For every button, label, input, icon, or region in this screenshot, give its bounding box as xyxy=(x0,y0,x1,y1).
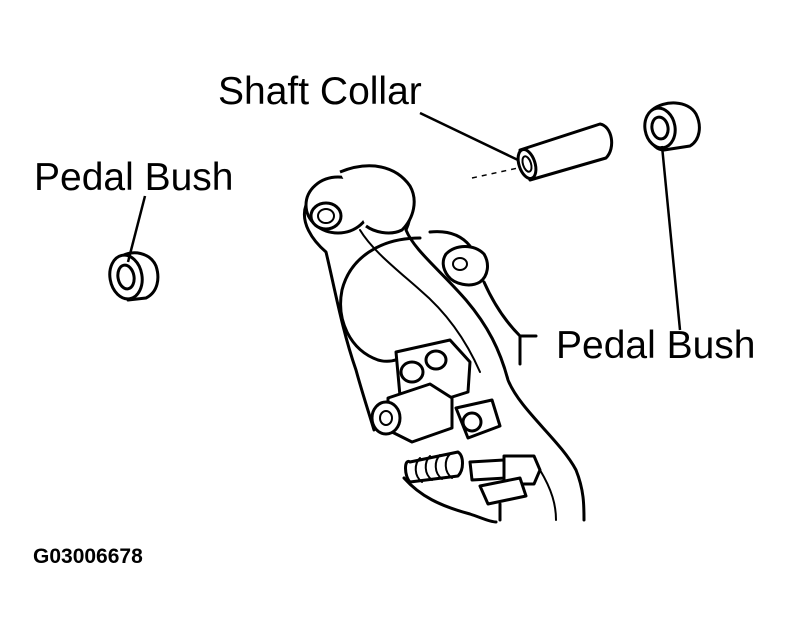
leader-pedal-bush-left xyxy=(126,195,147,263)
leader-shaft-collar xyxy=(419,111,519,162)
figure-code: G03006678 xyxy=(33,545,143,568)
shaft-collar xyxy=(516,122,614,182)
wire-loop xyxy=(339,230,472,363)
leader-pedal-bush-right xyxy=(660,145,682,331)
axis-line xyxy=(471,167,519,179)
label-shaft-collar: Shaft Collar xyxy=(218,70,422,113)
label-pedal-bush-left: Pedal Bush xyxy=(34,156,234,199)
pedal-arm xyxy=(303,164,586,522)
switch-housing xyxy=(370,338,502,444)
pedal-bush-left xyxy=(108,251,160,302)
pedal-bush-right xyxy=(643,101,701,152)
stopper-bolt xyxy=(468,454,542,522)
return-spring xyxy=(402,450,498,524)
side-bracket xyxy=(441,245,538,366)
label-pedal-bush-right: Pedal Bush xyxy=(556,324,756,367)
